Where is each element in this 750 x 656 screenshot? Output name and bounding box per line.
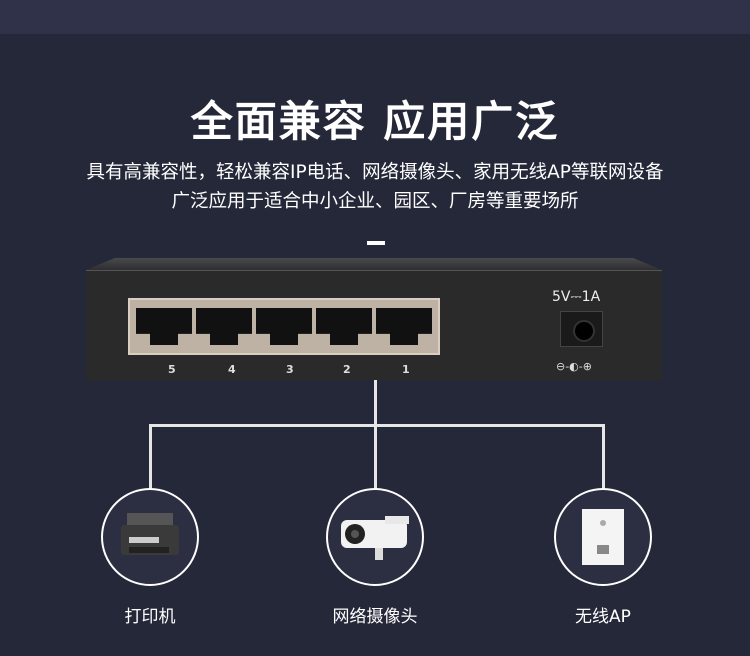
top-band — [0, 0, 750, 34]
ethernet-port-4 — [196, 308, 252, 345]
printer-icon — [101, 488, 199, 586]
port-number: 4 — [228, 363, 236, 376]
port-block — [128, 298, 440, 355]
port-number: 3 — [286, 363, 294, 376]
device-label-ap: 无线AP — [575, 607, 631, 627]
connector-line — [374, 380, 377, 426]
connector-line — [374, 424, 377, 490]
switch-top — [86, 258, 662, 270]
port-number: 1 — [402, 363, 410, 376]
subtitle-line-1: 具有高兼容性，轻松兼容IP电话、网络摄像头、家用无线AP等联网设备 — [86, 162, 664, 183]
ethernet-port-2 — [316, 308, 372, 345]
divider — [367, 241, 385, 245]
switch-front-panel: 5 4 3 2 1 5V⎓1A ⊖-◐-⊕ — [86, 270, 662, 380]
connector-line — [149, 424, 152, 490]
ethernet-port-3 — [256, 308, 312, 345]
power-rating: 5V⎓1A — [552, 289, 601, 305]
page-title: 全面兼容 应用广泛 — [190, 97, 560, 146]
device-label-camera: 网络摄像头 — [332, 607, 418, 627]
connector-line — [602, 424, 605, 490]
device-label-printer: 打印机 — [124, 607, 176, 627]
camera-icon — [326, 488, 424, 586]
power-jack — [560, 311, 603, 347]
connector-line — [149, 424, 605, 427]
polarity-icon: ⊖-◐-⊕ — [556, 360, 592, 373]
ethernet-port-1 — [376, 308, 432, 345]
wireless-ap-icon — [554, 488, 652, 586]
ethernet-port-5 — [136, 308, 192, 345]
port-number: 5 — [168, 363, 176, 376]
port-number: 2 — [343, 363, 351, 376]
subtitle-line-2: 广泛应用于适合中小企业、园区、厂房等重要场所 — [171, 191, 579, 212]
